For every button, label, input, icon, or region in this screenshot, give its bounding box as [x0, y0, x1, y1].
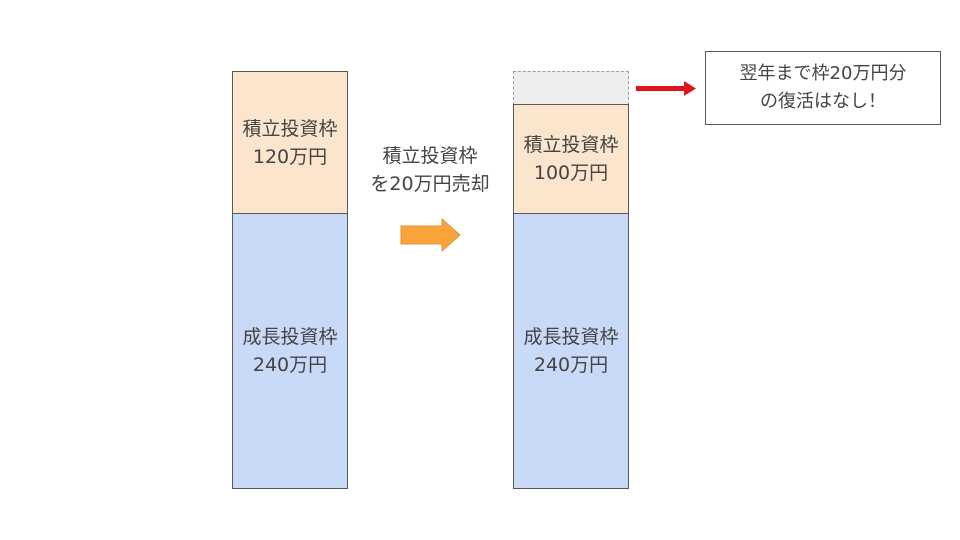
sale-caption: 積立投資枠 を20万円売却: [355, 142, 505, 198]
pointer-arrow-icon: [636, 81, 696, 96]
note-box: 翌年まで枠20万円分 の復活はなし！: [705, 51, 941, 125]
note-line1: 翌年まで枠20万円分: [739, 63, 907, 84]
after-seicho-block: 成長投資枠 240万円: [513, 213, 629, 489]
before-tsumitate-amount: 120万円: [252, 145, 328, 168]
transition-arrow-icon: [400, 217, 461, 253]
before-seicho-block: 成長投資枠 240万円: [232, 213, 348, 489]
after-seicho-amount: 240万円: [533, 354, 609, 376]
lost-quota-block: [513, 71, 629, 105]
after-tsumitate-amount: 100万円: [533, 162, 609, 184]
after-seicho-name: 成長投資枠: [523, 326, 619, 348]
after-tsumitate-block: 積立投資枠 100万円: [513, 104, 629, 214]
before-tsumitate-block: 積立投資枠 120万円: [232, 71, 348, 214]
before-seicho-name: 成長投資枠: [242, 326, 338, 348]
before-tsumitate-name: 積立投資枠: [242, 117, 338, 140]
sale-caption-line2: を20万円売却: [370, 173, 490, 195]
before-seicho-amount: 240万円: [252, 354, 328, 376]
after-tsumitate-name: 積立投資枠: [523, 134, 619, 156]
note-line2: の復活はなし！: [760, 91, 886, 112]
sale-caption-line1: 積立投資枠: [382, 145, 478, 167]
